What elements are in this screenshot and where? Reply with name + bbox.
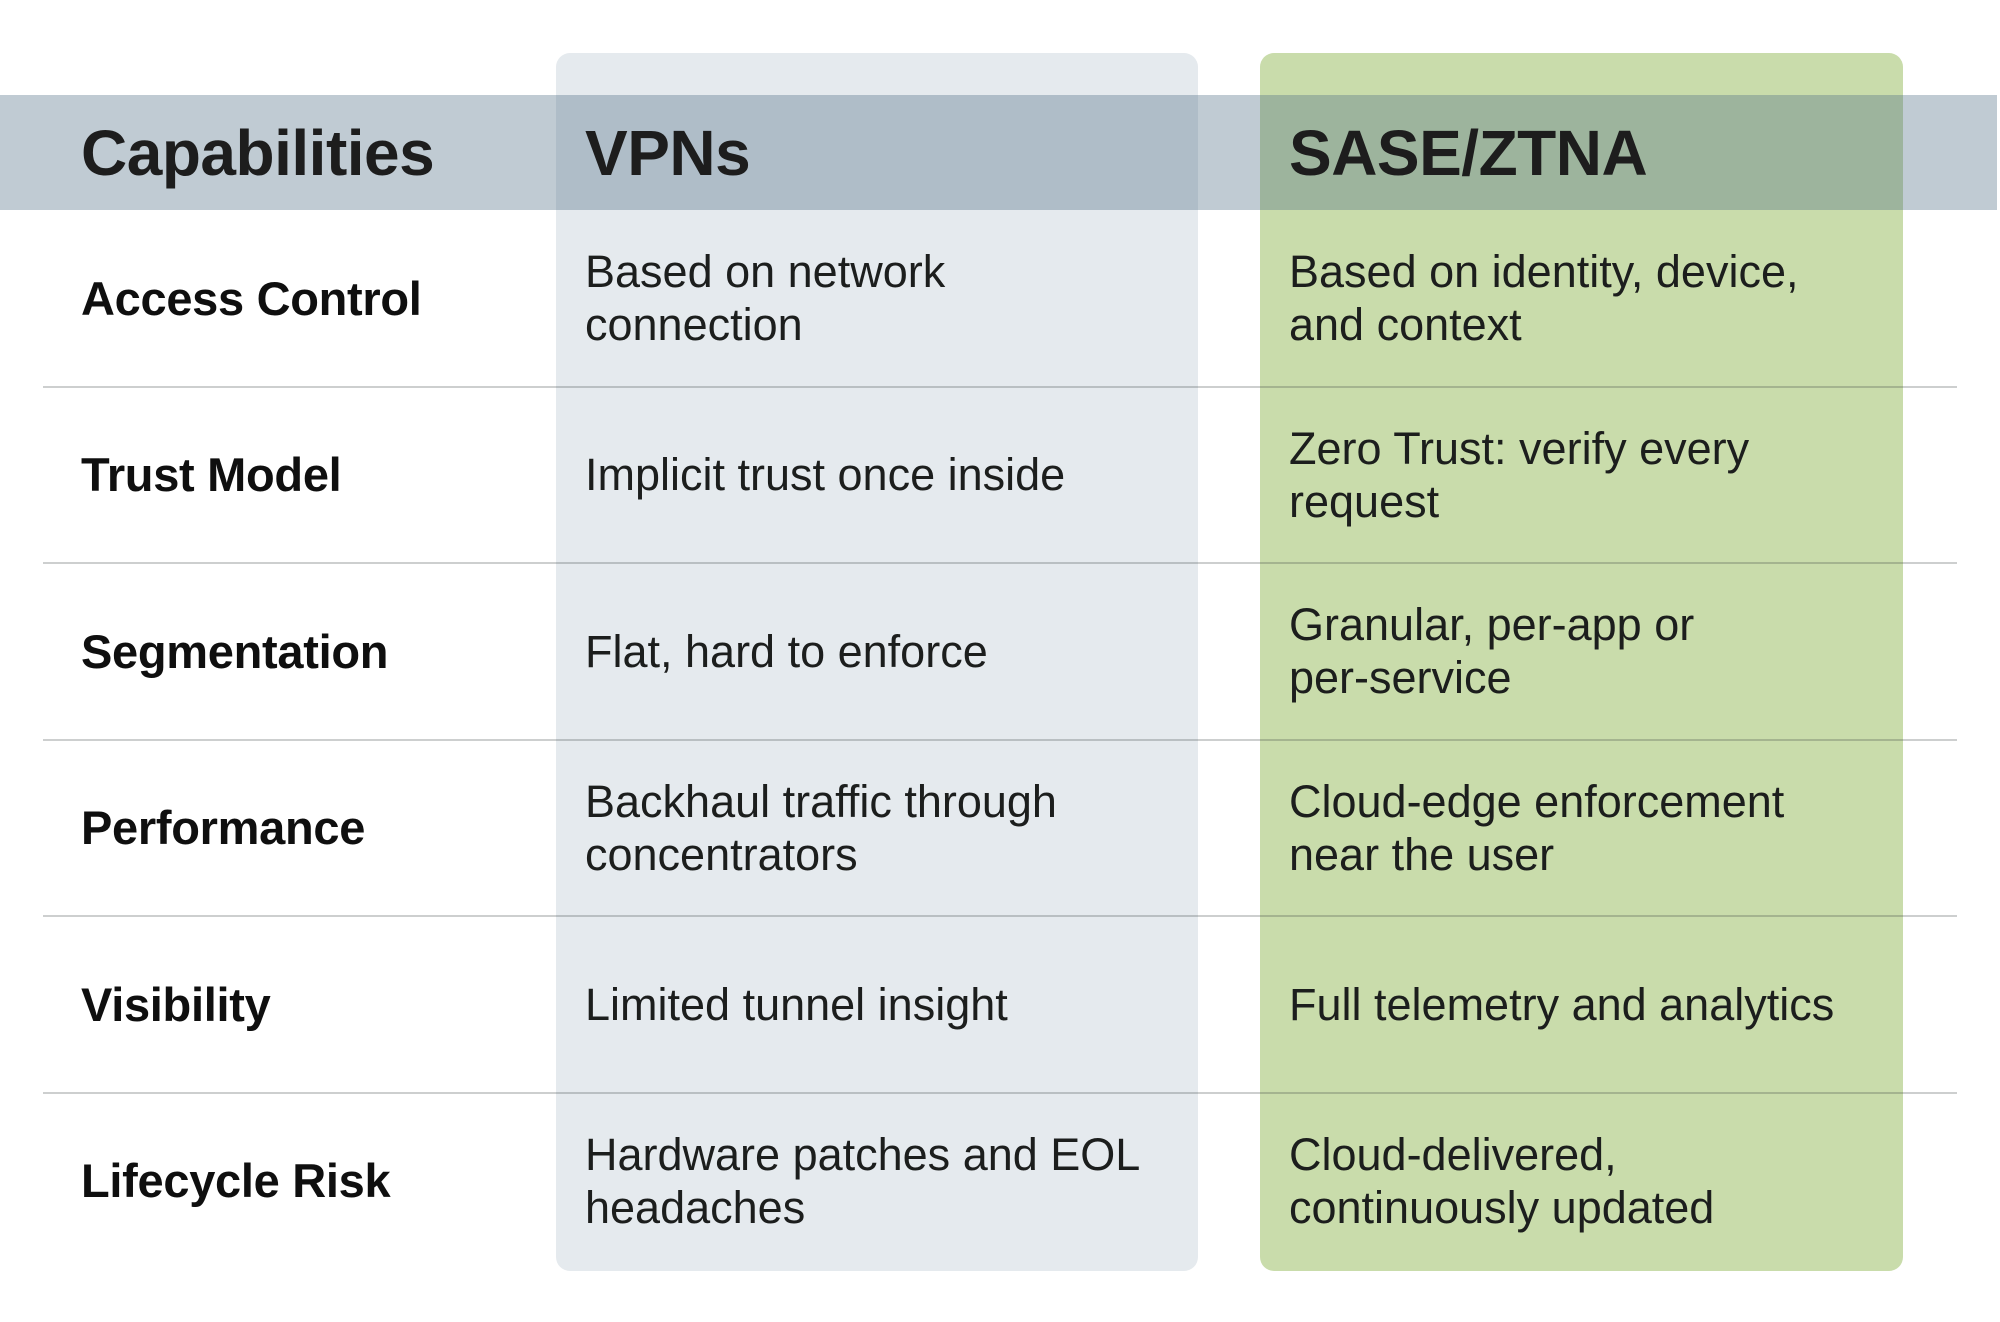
table-row-access-control: Access Control Based on network connecti…: [0, 210, 2000, 387]
capability-label: Access Control: [81, 271, 422, 325]
vpn-value: Flat, hard to enforce: [585, 625, 988, 677]
header-band: Capabilities VPNs SASE/ZTNA: [0, 95, 1997, 210]
table-body: Access Control Based on network connecti…: [0, 210, 2000, 1269]
column-header-sase-ztna: SASE/ZTNA: [1289, 116, 1648, 189]
sase-value: Cloud-delivered, continuously updated: [1289, 1128, 1715, 1233]
sase-value: Based on identity, device, and context: [1289, 246, 1799, 351]
vpn-value: Implicit trust once inside: [585, 449, 1066, 501]
table-row-trust-model: Trust Model Implicit trust once inside Z…: [0, 387, 2000, 564]
sase-value: Cloud-edge enforcement near the user: [1289, 775, 1785, 880]
sase-value: Zero Trust: verify every request: [1289, 422, 1750, 527]
table-row-lifecycle-risk: Lifecycle Risk Hardware patches and EOL …: [0, 1093, 2000, 1270]
capability-label: Performance: [81, 801, 366, 855]
sase-value: Granular, per-app or per-service: [1289, 599, 1695, 704]
capability-label: Segmentation: [81, 624, 389, 678]
vpn-column-background: [556, 53, 1198, 1271]
vpn-value: Hardware patches and EOL headaches: [585, 1128, 1141, 1233]
sase-value: Full telemetry and analytics: [1289, 978, 1835, 1030]
vpn-value: Limited tunnel insight: [585, 978, 1008, 1030]
capability-label: Trust Model: [81, 448, 342, 502]
capability-label: Lifecycle Risk: [81, 1154, 391, 1208]
column-header-capabilities: Capabilities: [81, 116, 435, 189]
table-row-visibility: Visibility Limited tunnel insight Full t…: [0, 916, 2000, 1093]
vpn-value: Backhaul traffic through concentrators: [585, 775, 1057, 880]
column-header-vpns: VPNs: [585, 116, 751, 189]
table-row-performance: Performance Backhaul traffic through con…: [0, 740, 2000, 917]
vpn-value: Based on network connection: [585, 246, 946, 351]
table-row-segmentation: Segmentation Flat, hard to enforce Granu…: [0, 563, 2000, 740]
capability-label: Visibility: [81, 977, 271, 1031]
sase-column-background: [1260, 53, 1903, 1271]
